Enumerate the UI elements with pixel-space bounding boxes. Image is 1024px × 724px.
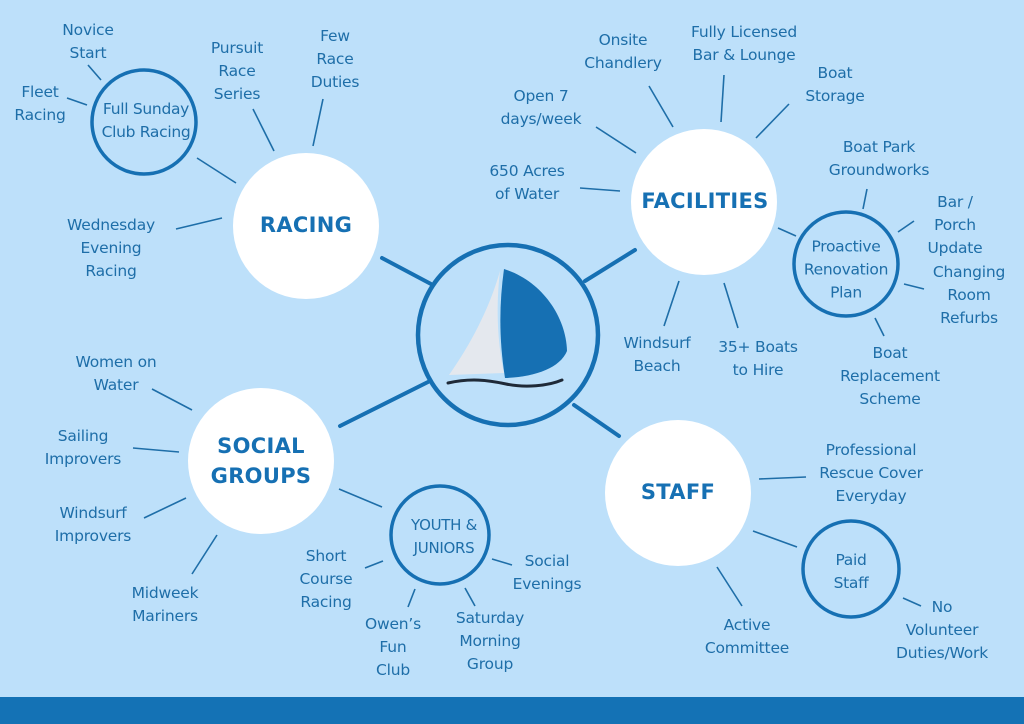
connector-short-course xyxy=(364,560,384,569)
connector-sailing-improvers xyxy=(132,447,180,453)
spoke-facilities xyxy=(583,248,637,283)
label-35-boats-to-hire: 35+ Boats to Hire xyxy=(718,338,798,379)
connector-no-volunteer xyxy=(902,597,922,607)
hub-racing-circle xyxy=(233,153,379,299)
connector-groundworks xyxy=(862,188,868,210)
label-owens-fun-club: Owen’s Fun Club xyxy=(364,615,422,679)
label-women-on-water: Women on Water xyxy=(75,353,157,394)
hub-facilities-title: FACILITIES xyxy=(641,189,769,213)
label-open-7-days: Open 7 days/week xyxy=(500,87,582,128)
connector-chandlery xyxy=(648,85,674,128)
connector-changing xyxy=(903,283,925,290)
hub-social-circle xyxy=(188,388,334,534)
connector-youth xyxy=(338,488,383,508)
label-wednesday-evening-racing: Wednesday Evening Racing xyxy=(67,216,155,280)
connector-midweek xyxy=(191,534,218,575)
label-bar-porch-update: Bar / Porch Update xyxy=(927,193,983,257)
label-fleet-racing: Fleet Racing xyxy=(14,83,66,124)
connector-bar-lounge xyxy=(720,74,725,123)
connector-lines xyxy=(66,64,925,608)
hub-facilities-circle xyxy=(631,129,777,275)
spoke-staff xyxy=(572,403,621,438)
connector-paid-staff xyxy=(752,530,798,548)
spoke-social xyxy=(338,380,430,428)
label-changing-room-refurbs: Changing Room Refurbs xyxy=(932,263,1006,327)
label-few-race-duties: Few Race Duties xyxy=(310,27,360,91)
connector-owens xyxy=(407,588,416,608)
subhub-youth-title: YOUTH & JUNIORS xyxy=(411,516,477,557)
connector-boats-hire xyxy=(723,282,739,329)
connector-windsurf-beach xyxy=(663,280,680,327)
connector-acres xyxy=(579,187,621,192)
connector-social-evenings xyxy=(491,558,513,566)
connector-novice xyxy=(87,64,102,81)
connector-fleet xyxy=(66,97,88,106)
label-windsurf-beach: Windsurf Beach xyxy=(623,334,691,375)
label-fully-licensed-bar: Fully Licensed Bar & Lounge xyxy=(690,23,798,64)
center-hub xyxy=(415,242,601,428)
label-boat-storage: Boat Storage xyxy=(805,64,865,105)
connector-windsurf-improvers xyxy=(143,497,187,519)
label-onsite-chandlery: Onsite Chandlery xyxy=(584,31,662,72)
label-no-volunteer-duties: No Volunteer Duties/Work xyxy=(895,598,989,662)
subhub-full-sunday-circle xyxy=(90,68,198,176)
label-novice-start: Novice Start xyxy=(62,21,114,62)
sailboat-logo-icon xyxy=(446,269,567,388)
connector-few-duties xyxy=(312,98,324,147)
main-spokes xyxy=(338,248,637,438)
label-sailing-improvers: Sailing Improvers xyxy=(44,427,122,468)
label-boat-park-groundworks: Boat Park Groundworks xyxy=(828,138,930,179)
label-social-evenings: Social Evenings xyxy=(512,552,582,593)
label-pursuit-race-series: Pursuit Race Series xyxy=(210,39,264,103)
connector-proactive xyxy=(777,227,797,237)
label-active-committee: Active Committee xyxy=(704,616,790,657)
subhub-proactive-circle xyxy=(792,210,900,318)
subhub-full-sunday-title: Full Sunday Club Racing xyxy=(101,100,191,141)
connector-boat-storage xyxy=(755,103,790,139)
hub-racing-title: RACING xyxy=(259,213,353,237)
connector-committee xyxy=(716,566,743,607)
connector-women xyxy=(151,388,193,411)
subhub-paid-staff-title: Paid Staff xyxy=(833,551,869,592)
subhub-proactive-title: Proactive Renovation Plan xyxy=(803,237,889,302)
label-650-acres: 650 Acres of Water xyxy=(489,162,565,203)
connector-full-sunday xyxy=(196,157,237,184)
connector-saturday xyxy=(464,587,476,607)
label-short-course-racing: Short Course Racing xyxy=(299,547,353,611)
connector-rescue xyxy=(758,476,807,480)
connector-wednesday xyxy=(175,217,223,230)
subhub-youth-circle xyxy=(389,484,491,586)
hub-staff-circle xyxy=(605,420,751,566)
label-midweek-mariners: Midweek Mariners xyxy=(131,584,199,625)
connector-bar-porch xyxy=(897,220,915,233)
label-boat-replacement-scheme: Boat Replacement Scheme xyxy=(840,344,940,408)
connector-open7 xyxy=(595,126,637,154)
spoke-racing xyxy=(380,256,433,286)
label-professional-rescue-cover: Professional Rescue Cover Everyday xyxy=(819,441,923,505)
connector-boat-replacement xyxy=(874,317,885,337)
hub-staff-title: STAFF xyxy=(640,480,716,504)
label-saturday-morning-group: Saturday Morning Group xyxy=(455,609,525,673)
footer-bar xyxy=(0,697,1024,724)
connector-pursuit xyxy=(252,108,275,152)
hub-social-title: SOCIAL GROUPS xyxy=(210,434,312,488)
subhub-paid-staff-circle xyxy=(801,519,901,619)
label-windsurf-improvers: Windsurf Improvers xyxy=(54,504,132,545)
